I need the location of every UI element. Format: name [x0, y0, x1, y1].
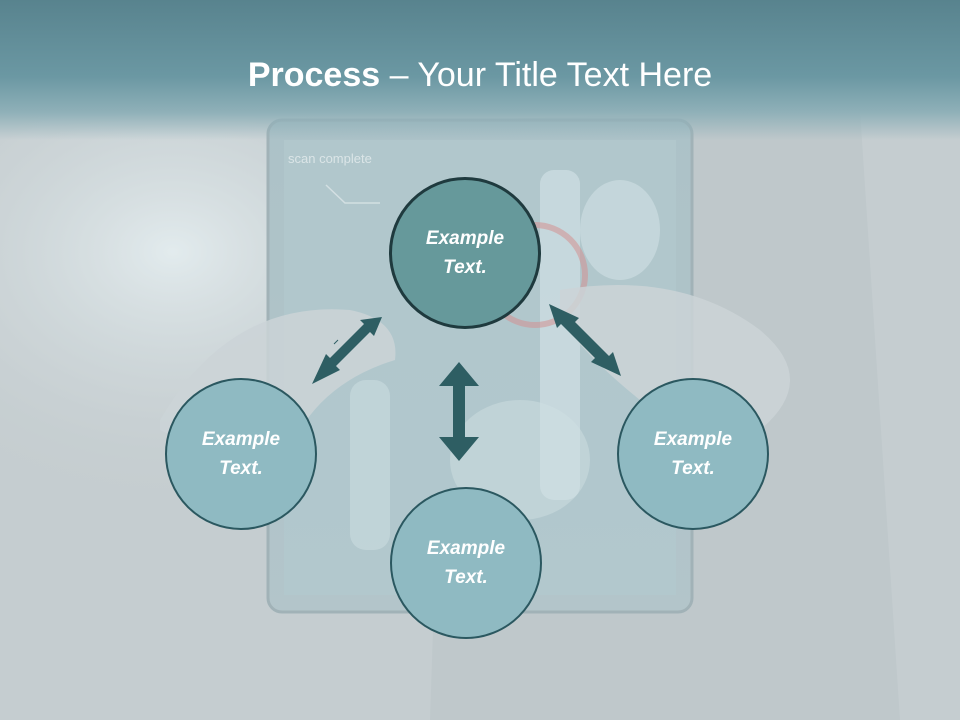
- process-node-right-label: Example Text.: [653, 429, 733, 479]
- process-node-left[interactable]: Example Text.: [165, 378, 317, 530]
- arrow-top-right: [549, 304, 621, 376]
- process-node-left-label: Example Text.: [201, 429, 281, 479]
- scan-complete-label: scan complete: [288, 151, 372, 166]
- arrow-top-left: [312, 317, 382, 384]
- title-rest: – Your Title Text Here: [380, 56, 713, 94]
- process-node-bottom-label: Example Text.: [426, 538, 506, 588]
- title-banner: [0, 0, 960, 140]
- slide-title: Process – Your Title Text Here: [0, 52, 960, 98]
- process-node-top[interactable]: Example Text.: [389, 177, 541, 329]
- process-node-top-label: Example Text.: [425, 228, 505, 278]
- process-node-bottom[interactable]: Example Text.: [390, 487, 542, 639]
- title-bold: Process: [247, 56, 381, 94]
- arrow-top-bottom: [439, 362, 479, 461]
- process-node-right[interactable]: Example Text.: [617, 378, 769, 530]
